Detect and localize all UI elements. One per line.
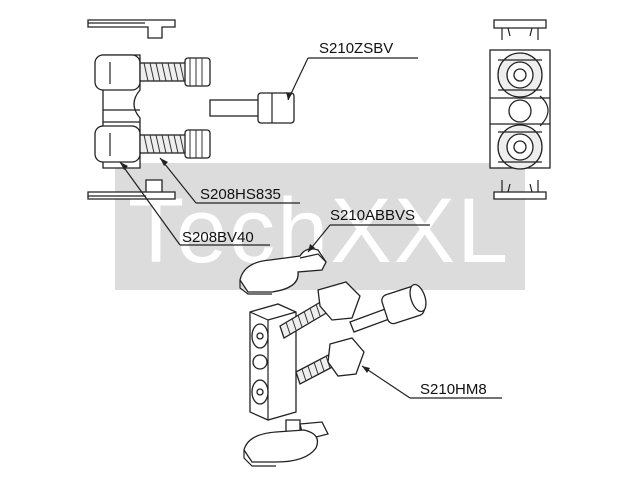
- label-s210abbvs: S210ABBVS: [330, 207, 415, 224]
- exploded-assembly: [239, 248, 427, 467]
- leader-lines: [119, 57, 502, 399]
- label-s210zsbv: S210ZSBV: [319, 40, 393, 57]
- side-view-assembly: [87, 19, 211, 200]
- screw-s208hs835-lower: [94, 125, 211, 163]
- label-s210hm8: S210HM8: [420, 381, 487, 398]
- hammer-nut-s210hm8: [295, 337, 365, 385]
- watermark: TechXXL: [115, 163, 525, 290]
- top-clip-plate: [87, 19, 176, 39]
- pin-s210zsbv: [209, 92, 295, 124]
- hammer-nut-upper: [279, 281, 361, 339]
- front-center-hole: [508, 99, 532, 123]
- front-view-assembly: [489, 19, 551, 200]
- label-s208bv40: S208BV40: [182, 229, 254, 246]
- iso-clip-plate-lower: [243, 419, 329, 467]
- screw-s208bv40-upper: [94, 54, 211, 91]
- front-thread-upper: [497, 52, 543, 98]
- label-s208hs835: S208HS835: [200, 186, 281, 203]
- iso-pin: [349, 283, 427, 333]
- front-thread-lower: [497, 124, 543, 170]
- bottom-clip-plate: [87, 179, 176, 200]
